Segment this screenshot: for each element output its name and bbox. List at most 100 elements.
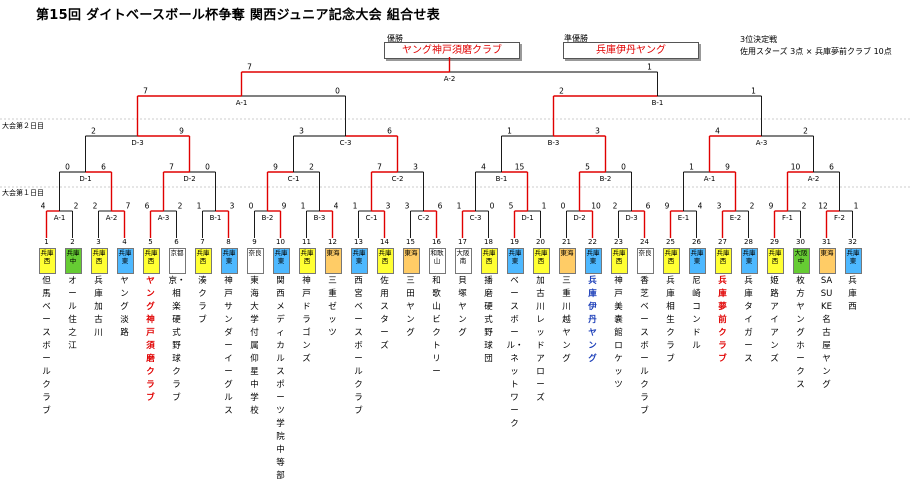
match-label: B-1 bbox=[210, 214, 222, 222]
team-name: ベースボール・ネットワーク bbox=[506, 276, 524, 429]
team-prefecture-badge: 兵庫西 bbox=[38, 248, 56, 274]
score-label: 0 bbox=[335, 87, 340, 96]
score-label: 3 bbox=[299, 127, 304, 136]
team-name: ヤング淡路 bbox=[120, 276, 129, 338]
score-label: 5 bbox=[509, 202, 514, 211]
champion-team: ヤング神戸須磨クラブ bbox=[384, 42, 520, 59]
score-label: 1 bbox=[301, 202, 306, 211]
score-label: 7 bbox=[126, 202, 131, 211]
team-name: 湊クラブ bbox=[198, 276, 207, 325]
score-label: 9 bbox=[179, 127, 184, 136]
team-name: 西宮ベースボールクラブ bbox=[354, 276, 363, 416]
team-name: 神戸美嚢館ロケッツ bbox=[614, 276, 623, 390]
score-label: 1 bbox=[647, 63, 652, 72]
team-prefecture-badge: 兵庫西 bbox=[480, 248, 498, 274]
score-label: 2 bbox=[750, 202, 755, 211]
score-label: 3 bbox=[386, 202, 391, 211]
score-label: 2 bbox=[309, 163, 314, 172]
match-label: B-1 bbox=[652, 99, 664, 107]
score-label: 4 bbox=[334, 202, 339, 211]
match-label: A-3 bbox=[756, 139, 768, 147]
page-title: 第15回 ダイトベースボール杯争奪 関西ジュニア記念大会 組合せ表 bbox=[36, 8, 441, 23]
team-number: 3 bbox=[96, 238, 101, 246]
match-label: C-2 bbox=[392, 175, 404, 183]
team-number: 23 bbox=[614, 238, 623, 246]
team-name: 兵庫相生クラブ bbox=[666, 276, 675, 364]
score-label: 1 bbox=[542, 202, 547, 211]
score-label: 0 bbox=[490, 202, 495, 211]
team-prefecture-badge: 兵庫西 bbox=[766, 248, 784, 274]
match-label: A-1 bbox=[704, 175, 716, 183]
score-label: 10 bbox=[791, 163, 801, 172]
team-prefecture-badge: 兵庫西 bbox=[298, 248, 316, 274]
match-label: A-2 bbox=[444, 75, 456, 83]
team-name: 貝塚ヤング bbox=[458, 276, 467, 338]
team-number: 7 bbox=[200, 238, 205, 246]
runner-up-team: 兵庫伊丹ヤング bbox=[563, 42, 699, 59]
score-label: 1 bbox=[689, 163, 694, 172]
team-name: 但馬ベースボールクラブ bbox=[42, 276, 51, 416]
team-name: 三重川越ヤング bbox=[562, 276, 571, 364]
team-number: 11 bbox=[302, 238, 311, 246]
team-name: 東海大学付属仰星中学校 bbox=[250, 276, 259, 416]
team-name: 兵庫加古川 bbox=[94, 276, 103, 338]
match-label: D-3 bbox=[131, 139, 143, 147]
team-number: 8 bbox=[226, 238, 231, 246]
match-label: E-1 bbox=[678, 214, 689, 222]
third-place-box: 3位決定戦 佐用スターズ 3点 × 兵庫夢前クラブ 10点 bbox=[740, 34, 892, 58]
team-number: 21 bbox=[562, 238, 571, 246]
team-name: 兵庫タイガース bbox=[744, 276, 753, 364]
score-label: 2 bbox=[559, 87, 564, 96]
team-number: 30 bbox=[796, 238, 805, 246]
score-label: 7 bbox=[169, 163, 174, 172]
score-label: 0 bbox=[561, 202, 566, 211]
team-number: 6 bbox=[174, 238, 179, 246]
team-name: 尼崎コンドル bbox=[692, 276, 701, 351]
match-label: A-2 bbox=[808, 175, 820, 183]
score-label: 10 bbox=[591, 202, 601, 211]
match-label: A-1 bbox=[236, 99, 248, 107]
team-number: 5 bbox=[148, 238, 153, 246]
team-number: 15 bbox=[406, 238, 415, 246]
score-label: 9 bbox=[665, 202, 670, 211]
team-number: 17 bbox=[458, 238, 467, 246]
score-label: 0 bbox=[205, 163, 210, 172]
team-name: 三重ゼッツ bbox=[328, 276, 337, 338]
match-label: D-2 bbox=[573, 214, 585, 222]
team-name: 姫路アイアンズ bbox=[770, 276, 779, 364]
team-name: 佐用スターズ bbox=[380, 276, 389, 351]
team-name: 香芝ベースボールクラブ bbox=[640, 276, 649, 416]
score-label: 1 bbox=[507, 127, 512, 136]
score-label: 6 bbox=[101, 163, 106, 172]
team-prefecture-badge: 兵庫東 bbox=[584, 248, 602, 274]
team-name: 枚方ヤングホークス bbox=[796, 276, 805, 390]
score-label: 4 bbox=[715, 127, 720, 136]
score-label: 2 bbox=[178, 202, 183, 211]
match-label: B-2 bbox=[600, 175, 612, 183]
score-label: 6 bbox=[387, 127, 392, 136]
match-label: A-3 bbox=[158, 214, 170, 222]
team-number: 25 bbox=[666, 238, 675, 246]
champion-label: 優勝 bbox=[387, 34, 403, 43]
score-label: 6 bbox=[646, 202, 651, 211]
match-label: B-2 bbox=[262, 214, 274, 222]
match-label: C-3 bbox=[470, 214, 482, 222]
team-number: 31 bbox=[822, 238, 831, 246]
team-prefecture-badge: 兵庫西 bbox=[90, 248, 108, 274]
match-label: F-1 bbox=[782, 214, 793, 222]
match-label: D-1 bbox=[79, 175, 91, 183]
score-label: 2 bbox=[803, 127, 808, 136]
match-label: D-1 bbox=[521, 214, 533, 222]
team-number: 12 bbox=[328, 238, 337, 246]
score-label: 9 bbox=[769, 202, 774, 211]
team-prefecture-badge: 兵庫東 bbox=[272, 248, 290, 274]
team-number: 22 bbox=[588, 238, 597, 246]
score-label: 2 bbox=[802, 202, 807, 211]
match-label: C-1 bbox=[288, 175, 300, 183]
score-label: 1 bbox=[751, 87, 756, 96]
score-label: 4 bbox=[481, 163, 486, 172]
team-name: 京・相楽硬式野球クラブ bbox=[168, 276, 186, 403]
score-label: 3 bbox=[230, 202, 235, 211]
score-label: 1 bbox=[457, 202, 462, 211]
